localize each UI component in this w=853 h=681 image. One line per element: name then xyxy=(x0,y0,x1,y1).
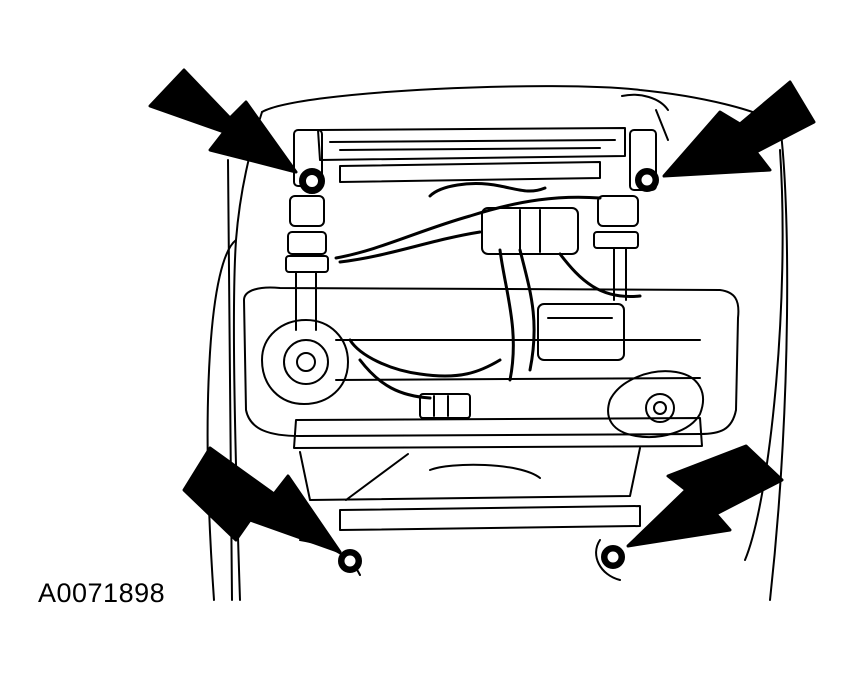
arrow-bottom-right xyxy=(626,444,784,548)
connector-plug xyxy=(419,393,471,419)
arrow-bottom-left xyxy=(182,446,342,554)
left-slide-post xyxy=(285,129,329,331)
right-slide-post xyxy=(593,129,657,301)
actuator-module xyxy=(481,207,625,361)
right-pivot xyxy=(607,370,704,438)
arrow-top-right xyxy=(662,80,816,178)
bolt-top-left xyxy=(299,168,325,194)
left-pivot xyxy=(261,319,349,405)
wiring-harness xyxy=(334,182,642,400)
figure-id-label: A0071898 xyxy=(38,578,166,608)
upper-rail xyxy=(317,127,626,183)
bolt-bottom-left xyxy=(338,549,362,573)
bolt-top-right xyxy=(635,168,659,192)
lower-crossbar xyxy=(243,286,740,449)
arrow-top-left xyxy=(148,68,298,174)
bolt-bottom-right xyxy=(601,545,625,569)
